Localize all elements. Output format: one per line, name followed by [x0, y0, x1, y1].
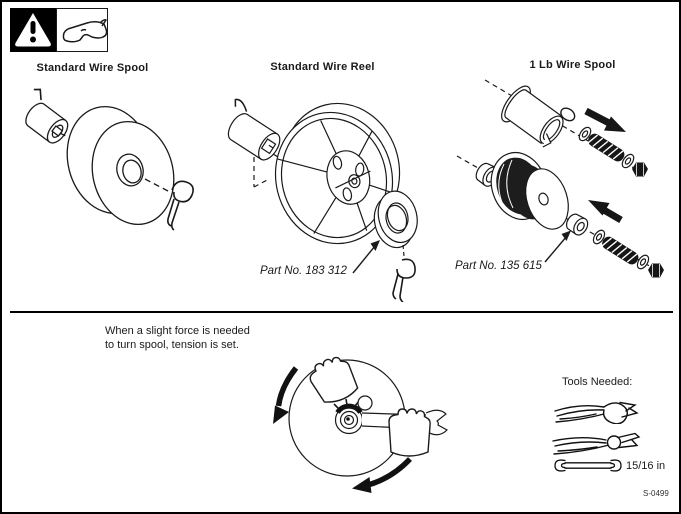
- reel-hub-icon: [227, 98, 281, 161]
- safety-glasses-icon: [56, 8, 108, 52]
- wire-spool-icon: [66, 105, 175, 226]
- title-1lb-wire-spool: 1 Lb Wire Spool: [529, 59, 616, 71]
- spool-adapter-icon: [565, 213, 589, 236]
- wrench-size-label: 15/16 in: [626, 460, 666, 472]
- nut-icon: [648, 263, 664, 278]
- washer-icon: [621, 153, 635, 169]
- section-divider: [10, 311, 673, 313]
- title-standard-wire-reel: Standard Wire Reel: [270, 61, 375, 73]
- part-no-spacer-ring: Part No. 183 312: [260, 265, 347, 277]
- open-end-wrench-icon: [553, 457, 623, 474]
- axis-dashed-line: [144, 178, 169, 192]
- wire-cutters-icon: [552, 394, 644, 424]
- part-no-spool-adapter: Part No. 135 615: [455, 260, 542, 272]
- spring-icon: [587, 133, 625, 162]
- tools-needed-label: Tools Needed:: [562, 376, 633, 388]
- washer-icon: [592, 229, 606, 245]
- axis-dashed-line: [402, 244, 405, 257]
- spool-hub-icon: [25, 88, 69, 144]
- figure-code: S-0499: [643, 489, 669, 498]
- wire-reel-icon: [274, 102, 401, 245]
- pliers-icon: [551, 427, 649, 457]
- hub-cylinder-icon: [501, 85, 576, 148]
- tension-instruction: When a slight force is needed to turn sp…: [105, 325, 250, 352]
- tension-setting-illustration: [252, 347, 462, 507]
- tension-instruction-line2: to turn spool, tension is set.: [105, 338, 239, 351]
- part-pointer-arrow: [544, 230, 571, 263]
- spacer-ring-icon: [373, 190, 418, 249]
- rotation-arrow-left: [273, 366, 299, 424]
- thumb-icon: [357, 395, 373, 411]
- rotation-arrow-bottom: [352, 457, 412, 493]
- tension-instruction-line1: When a slight force is needed: [105, 325, 250, 337]
- washer-icon: [578, 126, 592, 142]
- hand-icon: [388, 408, 431, 457]
- small-wire-spool-icon: [490, 152, 569, 230]
- install-direction-arrow: [584, 107, 626, 132]
- title-standard-wire-spool: Standard Wire Spool: [36, 62, 149, 74]
- standard-wire-reel-illustration: [207, 97, 452, 302]
- washer-icon: [636, 254, 650, 270]
- spring-icon: [601, 236, 639, 265]
- warning-icon: [10, 8, 56, 52]
- retaining-pin-icon: [392, 258, 416, 302]
- install-direction-arrow: [588, 200, 623, 224]
- part-pointer-arrow: [352, 240, 380, 274]
- guide-dashed-line: [253, 157, 270, 188]
- one-lb-wire-spool-illustration: [452, 72, 679, 287]
- standard-wire-spool-illustration: [12, 87, 212, 247]
- hand-icon: [309, 356, 359, 403]
- nut-icon: [632, 162, 648, 177]
- retaining-pin-icon: [167, 180, 194, 231]
